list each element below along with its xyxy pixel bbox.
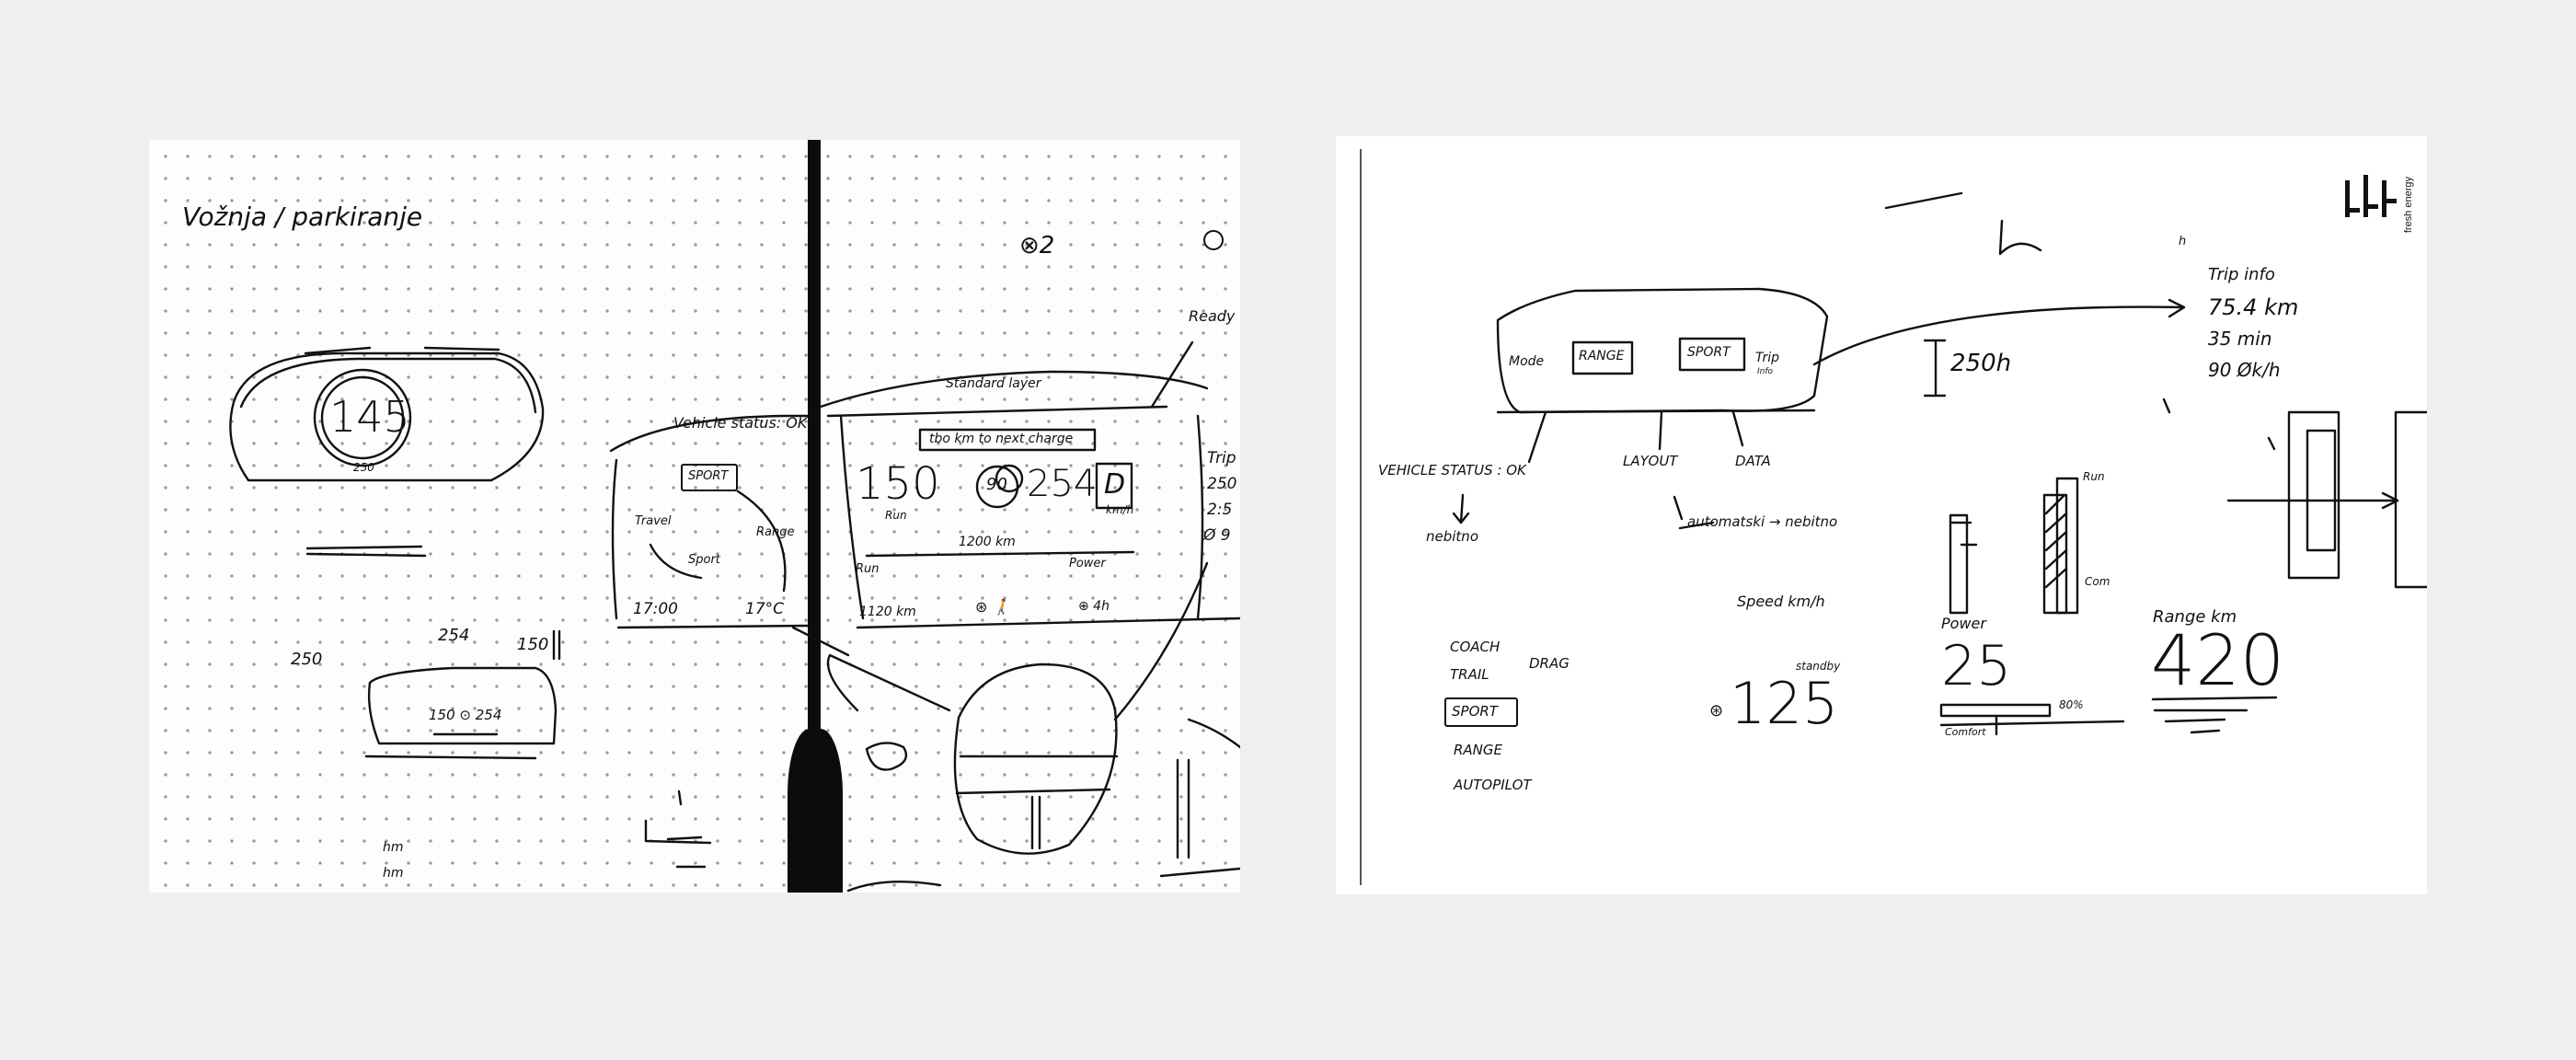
gear-indicator: D xyxy=(1104,471,1125,499)
trip-km: 75.4 km xyxy=(2208,296,2298,318)
vehicle-status-label: Vehicle status: OK xyxy=(673,416,807,431)
mode-list-autopilot: AUTOPILOT xyxy=(1454,778,1532,792)
left-sketch-drawing xyxy=(149,140,1240,893)
trip-min: 35 min xyxy=(2208,329,2272,348)
mode-list-coach: COACH xyxy=(1450,640,1500,654)
small-note-2: hm xyxy=(383,867,404,880)
mini-value-2: 254 xyxy=(438,628,469,644)
seatbelt-icon: ⊛ 🚶 xyxy=(975,600,1010,615)
mode-box: SPORT xyxy=(681,464,738,491)
right-sketch-sheet: fresh energy h Mode RANGE SPORT Trip Inf… xyxy=(1336,136,2427,894)
speed-value: 125 xyxy=(1730,675,1838,732)
top-right-mark: ⊗2 xyxy=(1019,234,1054,258)
cluster-speed: 145 xyxy=(329,396,410,438)
mode-list-drag: DRAG xyxy=(1529,657,1570,671)
trip-label-2: 250 xyxy=(1207,477,1236,492)
speed-note: standby xyxy=(1796,661,1840,672)
temp-label: 17°C xyxy=(745,602,784,617)
tab-vehicle-status: VEHICLE STATUS : OK xyxy=(1378,464,1526,478)
range-value: 420 xyxy=(2151,626,2284,696)
auto-note: automatski → nebitno xyxy=(1687,515,1837,529)
speed-gauge: 90 xyxy=(986,477,1007,493)
unit-right: km/h xyxy=(1106,504,1133,515)
ready-label: Ready xyxy=(1189,309,1235,324)
speed-left: 150 xyxy=(856,462,940,506)
time-label: 17:00 xyxy=(633,602,678,617)
mode-bottom-label: Sport xyxy=(688,554,720,566)
trip-heading: Trip info xyxy=(2208,267,2275,283)
unit-left: Run xyxy=(885,510,907,521)
power-label: Run xyxy=(856,563,880,575)
speed-icon: ⊛ xyxy=(1709,703,1723,720)
left-sketch-sheet: Vožnja / parkiranje 145 250 250 254 150 … xyxy=(149,140,1240,893)
below-status-note: nebitno xyxy=(1426,530,1478,544)
nav-prompt: tbo km to next charge xyxy=(929,432,1073,445)
mark-top: h xyxy=(2179,236,2186,248)
mode-label-trip: Trip xyxy=(1755,351,1779,364)
mode-left-label: Travel xyxy=(635,515,672,527)
mode-sub-label: Info xyxy=(1757,368,1773,376)
trip-label-1: Trip xyxy=(1207,451,1236,467)
mode-list-sport-box: SPORT xyxy=(1444,697,1518,727)
mode-label-sport: SPORT xyxy=(1687,346,1731,359)
mini-cluster-values: 150 ⊙ 254 xyxy=(429,709,501,722)
mode-label-range: RANGE xyxy=(1579,350,1624,363)
mode-list-trail: TRAIL xyxy=(1450,668,1489,682)
sheet-heading: Vožnja / parkiranje xyxy=(182,204,422,230)
trip-label-4: Ø 9 xyxy=(1203,528,1231,544)
power-sub: Comfort xyxy=(1945,727,1986,737)
corner-circle-icon xyxy=(1203,230,1224,250)
bars-label-com: Com xyxy=(2085,576,2110,587)
mode-right-label: Range xyxy=(756,526,795,538)
mini-value-3: 150 xyxy=(517,637,548,653)
range-small: 250h xyxy=(1950,351,2011,375)
standard-layer-label: Standard layer xyxy=(946,377,1041,390)
bottom-right-info: ⊕ 4h xyxy=(1078,600,1110,613)
mini-value-1: 250 xyxy=(291,651,322,668)
mode-list-range: RANGE xyxy=(1454,743,1502,757)
cluster-sub: 250 xyxy=(353,462,374,473)
tab-layout: LAYOUT xyxy=(1623,455,1677,468)
tab-data: DATA xyxy=(1735,455,1771,468)
small-note-1: hm xyxy=(383,841,404,854)
speed-right: 254 xyxy=(1027,466,1097,502)
mode-label-mode: Mode xyxy=(1509,355,1544,368)
range-label: Power xyxy=(1069,558,1106,570)
fresh-energy-logo xyxy=(2343,171,2408,226)
brand-name: fresh energy xyxy=(2403,177,2414,233)
bars-label-run: Run xyxy=(2083,471,2105,482)
power-heading: Power xyxy=(1941,616,1986,631)
speed-heading: Speed km/h xyxy=(1737,594,1825,609)
power-note: 80% xyxy=(2059,699,2084,710)
trip-avg: 90 Øk/h xyxy=(2208,361,2281,379)
odometer-label: 1120 km xyxy=(859,605,916,618)
trip-label-3: 2:5 xyxy=(1207,502,1232,518)
range-line-label: 1200 km xyxy=(959,536,1016,548)
power-value: 25 xyxy=(1941,639,2011,694)
